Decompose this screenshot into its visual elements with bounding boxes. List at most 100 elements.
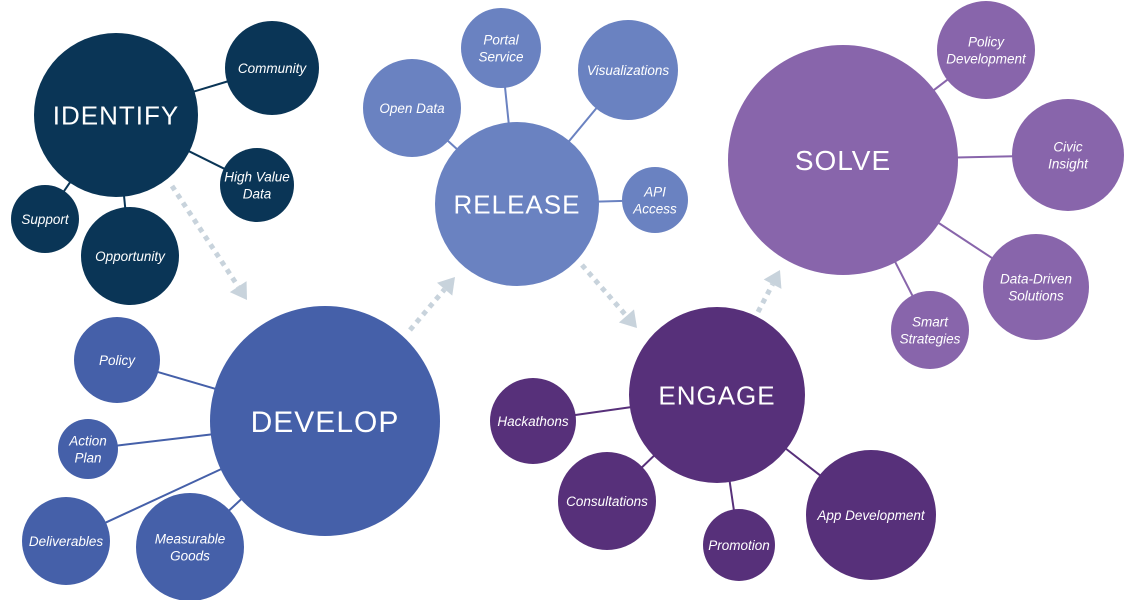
arrow-head bbox=[229, 281, 247, 300]
leaf-circle[interactable] bbox=[22, 497, 110, 585]
leaf-circle[interactable] bbox=[225, 21, 319, 115]
hub-circle[interactable] bbox=[728, 45, 958, 275]
flow-arrow-identify-to-develop bbox=[169, 184, 247, 300]
flow-arrow-release-to-engage bbox=[580, 263, 637, 328]
arrow-shaft bbox=[755, 283, 775, 314]
hub-circle[interactable] bbox=[435, 122, 599, 286]
connector-engage-consultations bbox=[640, 453, 656, 470]
connector-develop-measurable-goods bbox=[227, 497, 244, 513]
connector-release-portal-service bbox=[503, 85, 510, 125]
leaf-circle[interactable] bbox=[11, 185, 79, 253]
leaf-label: Hackathons bbox=[497, 414, 569, 429]
leaf-circle[interactable] bbox=[1012, 99, 1124, 211]
hub-label: SOLVE bbox=[795, 145, 891, 176]
leaf-circle[interactable] bbox=[461, 8, 541, 88]
hub-circle[interactable] bbox=[629, 307, 805, 483]
leaf-label: Deliverables bbox=[29, 534, 104, 549]
hub-node-identify[interactable]: IDENTIFY bbox=[34, 33, 198, 197]
leaf-label: Opportunity bbox=[95, 249, 166, 264]
hub-label: DEVELOP bbox=[251, 406, 400, 439]
connector-engage-hackathons bbox=[573, 406, 632, 417]
connector-develop-policy bbox=[156, 370, 217, 391]
connector-develop-deliverables bbox=[103, 467, 223, 525]
leaf-label: Support bbox=[21, 212, 70, 227]
leaf-node-deliverables[interactable]: Deliverables bbox=[22, 497, 110, 585]
arrow-shaft bbox=[169, 184, 241, 289]
hub-node-release[interactable]: RELEASE bbox=[435, 122, 599, 286]
leaf-node-support[interactable]: Support bbox=[11, 185, 79, 253]
leaf-label: Open Data bbox=[379, 101, 445, 116]
leaf-node-open-data[interactable]: Open Data bbox=[363, 59, 461, 157]
leaf-circle[interactable] bbox=[136, 493, 244, 600]
leaf-circle[interactable] bbox=[363, 59, 461, 157]
leaf-circle[interactable] bbox=[703, 509, 775, 581]
flow-arrow-develop-to-release bbox=[408, 277, 455, 332]
leaf-node-opportunity[interactable]: Opportunity bbox=[81, 207, 179, 305]
connector-release-open-data bbox=[446, 138, 459, 151]
leaf-circle[interactable] bbox=[220, 148, 294, 222]
leaf-node-consultations[interactable]: Consultations bbox=[558, 452, 656, 550]
leaf-circle[interactable] bbox=[983, 234, 1089, 340]
connector-solve-smart-strategies bbox=[893, 260, 915, 298]
connector-develop-action-plan bbox=[115, 433, 213, 447]
leaf-circle[interactable] bbox=[937, 1, 1035, 99]
hub-label: IDENTIFY bbox=[53, 100, 179, 130]
hub-circle[interactable] bbox=[210, 306, 440, 536]
connector-solve-civic-insight bbox=[955, 155, 1015, 159]
leaf-node-policy[interactable]: Policy bbox=[74, 317, 160, 403]
leaf-node-visualizations[interactable]: Visualizations bbox=[578, 20, 678, 120]
hub-circle[interactable] bbox=[34, 33, 198, 197]
flow-arrows bbox=[169, 184, 782, 332]
leaf-circle[interactable] bbox=[806, 450, 936, 580]
hub-node-engage[interactable]: ENGAGE bbox=[629, 307, 805, 483]
leaf-circle[interactable] bbox=[58, 419, 118, 479]
leaf-label: Consultations bbox=[566, 494, 648, 509]
leaf-circle[interactable] bbox=[578, 20, 678, 120]
leaf-label: App Development bbox=[816, 508, 926, 523]
arrow-head bbox=[618, 309, 637, 328]
leaf-circle[interactable] bbox=[558, 452, 656, 550]
connector-solve-data-driven-solutions bbox=[936, 221, 994, 260]
leaf-node-community[interactable]: Community bbox=[225, 21, 319, 115]
leaf-circle[interactable] bbox=[74, 317, 160, 403]
leaf-label: Visualizations bbox=[587, 63, 670, 78]
connector-identify-community bbox=[192, 80, 230, 93]
connector-engage-promotion bbox=[728, 479, 736, 512]
leaf-circle[interactable] bbox=[81, 207, 179, 305]
hub-node-develop[interactable]: DEVELOP bbox=[210, 306, 440, 536]
hub-node-solve[interactable]: SOLVE bbox=[728, 45, 958, 275]
connector-identify-opportunity bbox=[122, 194, 127, 210]
leaf-circle[interactable] bbox=[622, 167, 688, 233]
leaf-node-app-development[interactable]: App Development bbox=[806, 450, 936, 580]
leaf-label: Policy bbox=[99, 353, 136, 368]
leaf-circle[interactable] bbox=[490, 378, 576, 464]
arrow-head bbox=[763, 270, 782, 289]
connector-lines bbox=[62, 77, 1015, 525]
leaf-node-hackathons[interactable]: Hackathons bbox=[490, 378, 576, 464]
connector-release-api-access bbox=[596, 199, 625, 203]
leaf-node-promotion[interactable]: Promotion bbox=[703, 509, 775, 581]
leaf-label: Promotion bbox=[708, 538, 770, 553]
leaf-circle[interactable] bbox=[891, 291, 969, 369]
